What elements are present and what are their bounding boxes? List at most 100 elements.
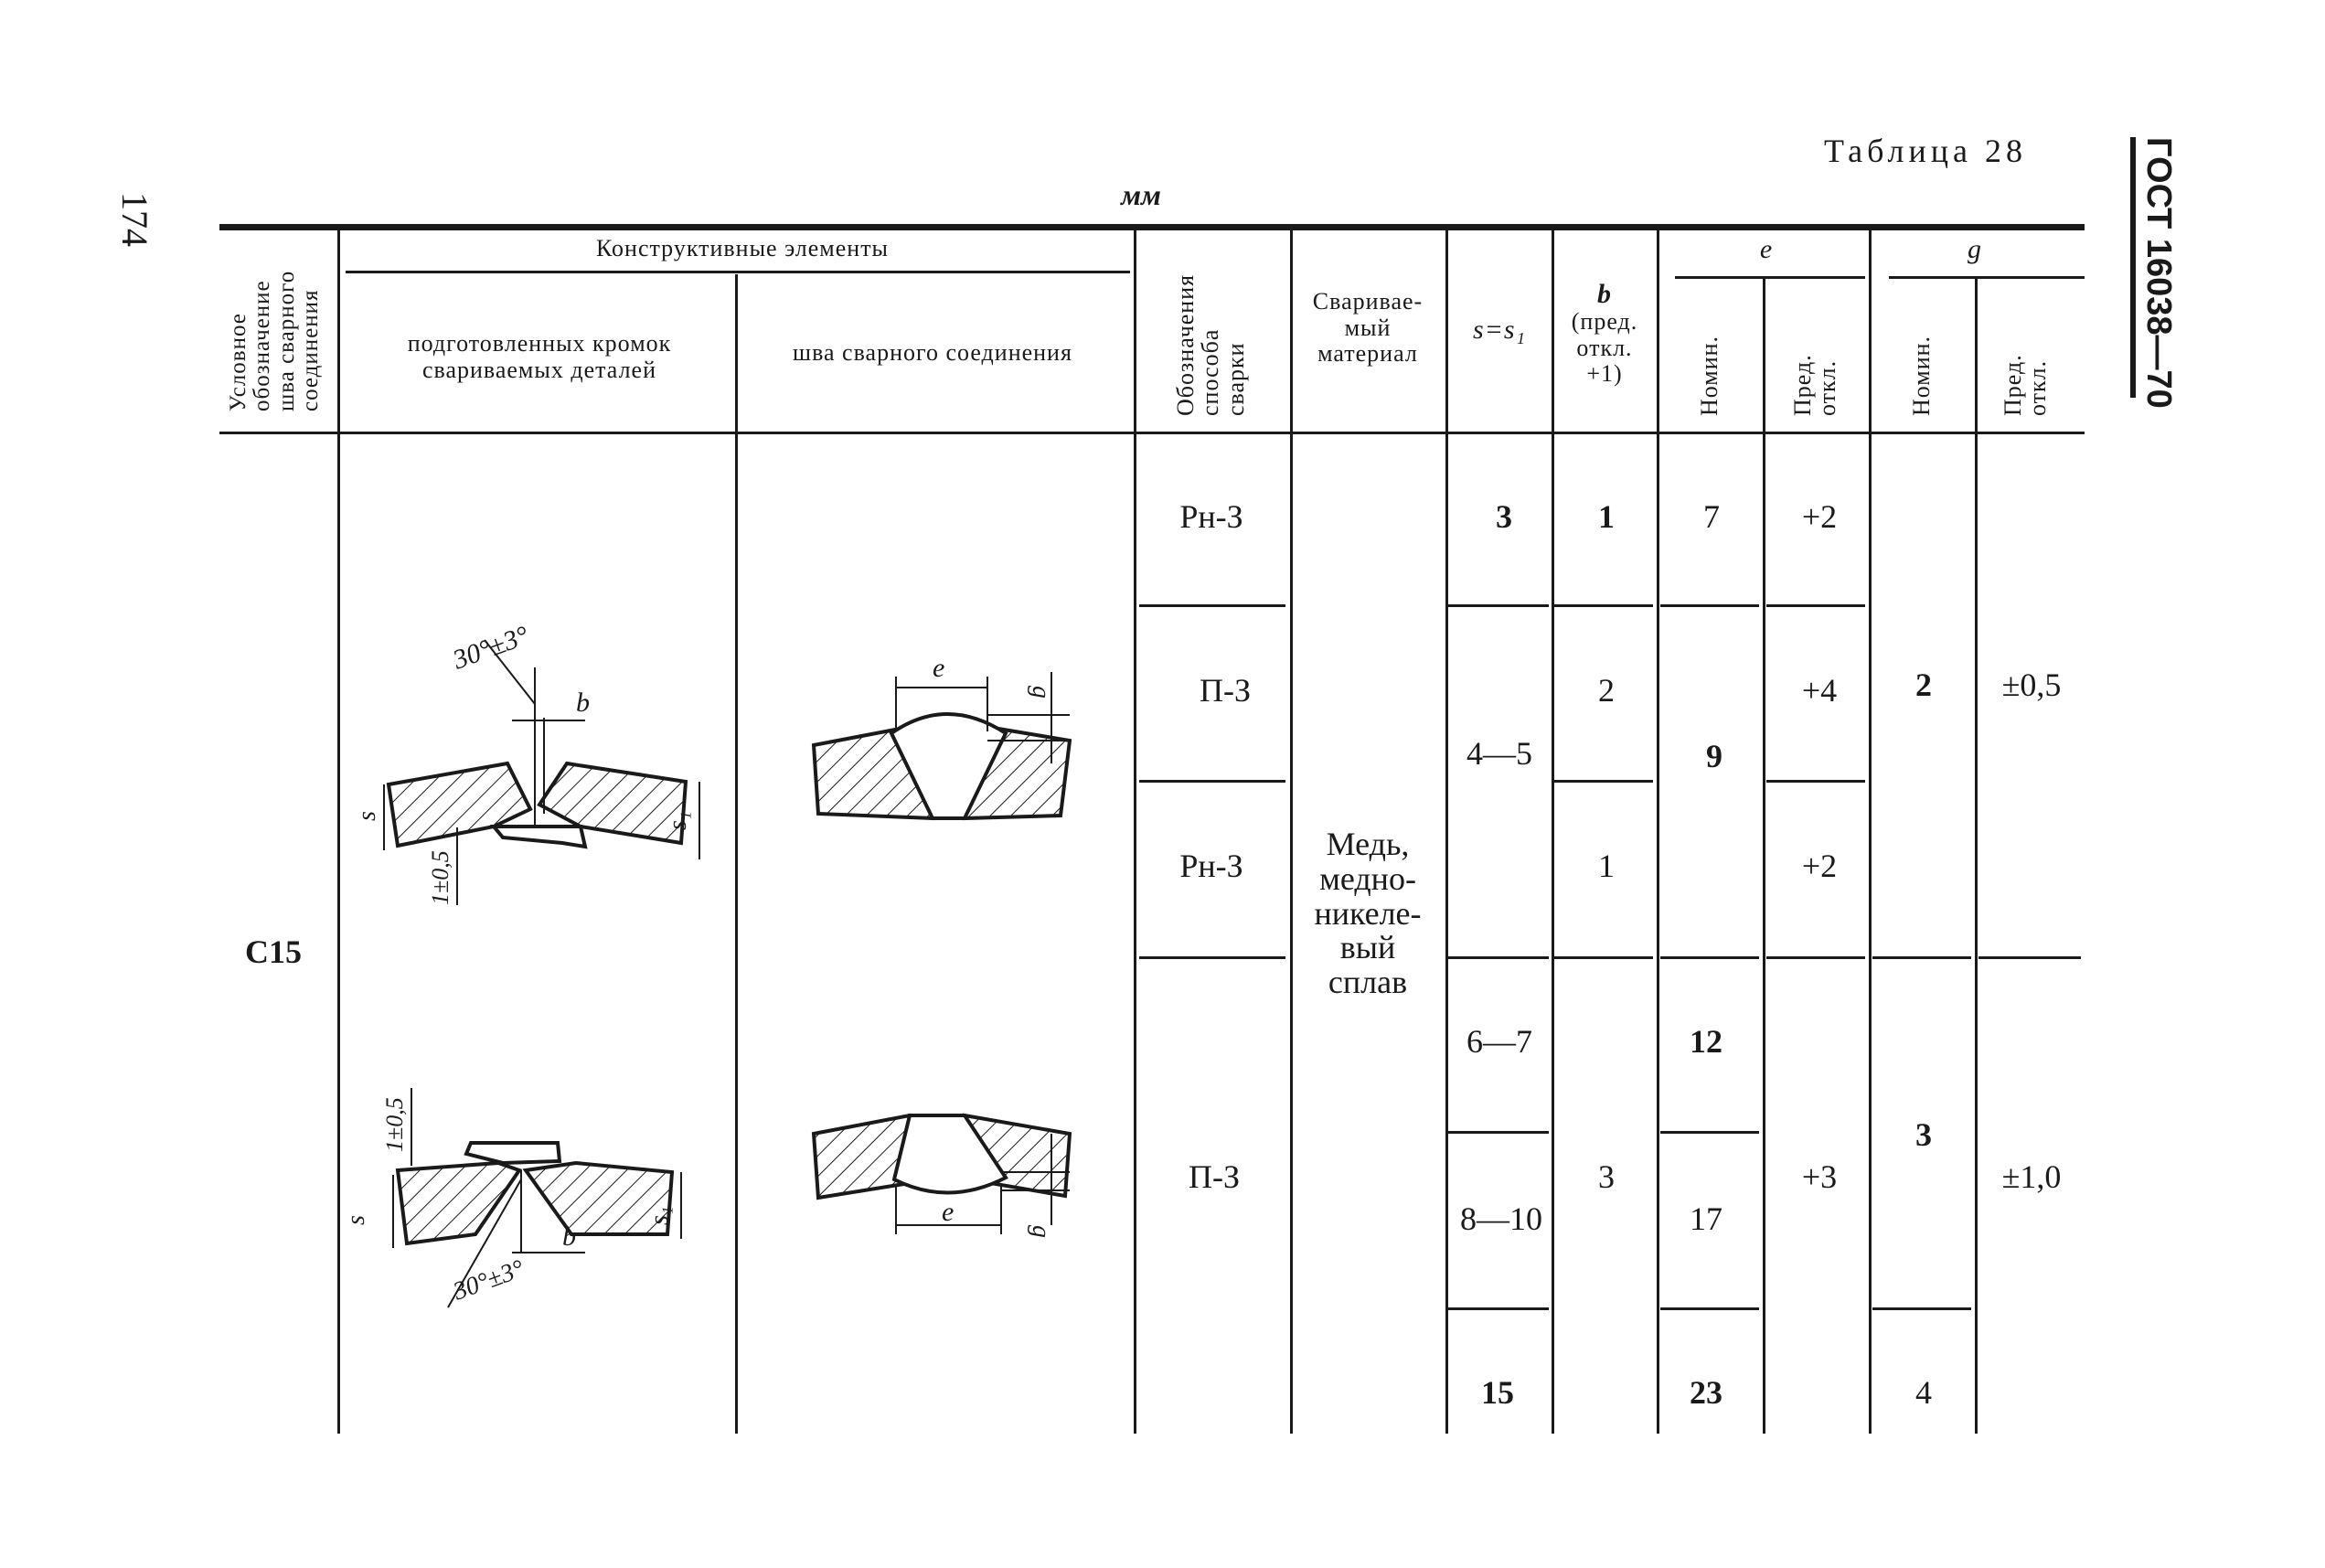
b-rule-2 bbox=[1554, 780, 1653, 783]
g-nominal-3: 4 bbox=[1915, 1374, 1932, 1411]
s-value-1: 3 bbox=[1496, 498, 1512, 535]
g-nom-rule-2 bbox=[1872, 1307, 1971, 1310]
header-e-deviation: Пред. откл. bbox=[1789, 354, 1841, 416]
header-designation: Условное обозначение шва сварного соедин… bbox=[226, 270, 323, 411]
method-rule-2 bbox=[1139, 780, 1285, 783]
col-rule-2 bbox=[735, 274, 738, 1434]
weld-bottom-g-label: g bbox=[1027, 1225, 1055, 1238]
g-nominal-2: 3 bbox=[1915, 1116, 1932, 1153]
e-nom-rule-2 bbox=[1660, 956, 1759, 959]
col-rule-10 bbox=[1975, 279, 1978, 1434]
weld-top-g-label: g bbox=[1027, 686, 1055, 699]
e-deviation-2: +4 bbox=[1801, 672, 1838, 709]
material: Медь, медно- никеле- вый сплав bbox=[1314, 826, 1422, 1001]
weld-bottom-drawing: e g bbox=[811, 1113, 1072, 1238]
b-value-4: 3 bbox=[1598, 1158, 1615, 1195]
e-nominal-1: 7 bbox=[1703, 498, 1720, 535]
weld-bottom-e-label: e bbox=[942, 1197, 954, 1227]
b-rule-1 bbox=[1554, 604, 1653, 607]
s-rule-3 bbox=[1448, 1131, 1549, 1134]
e-dev-rule-1 bbox=[1766, 604, 1865, 607]
standard-label: ГОСТ 16038—70 bbox=[2139, 137, 2178, 409]
col-rule-6 bbox=[1552, 227, 1554, 1434]
header-e-group: e bbox=[1759, 234, 1774, 264]
table-title: Таблица 28 bbox=[1824, 133, 2027, 169]
header-g-deviation: Пред. откл. bbox=[2000, 354, 2052, 416]
e-deviation-1: +2 bbox=[1801, 498, 1838, 535]
standard-underline bbox=[2130, 137, 2136, 398]
elements-subrule bbox=[346, 271, 1130, 273]
header-b: b (пред. откл. +1) bbox=[1571, 279, 1638, 388]
s-value-2: 4—5 bbox=[1466, 735, 1532, 772]
e-nominal-3: 12 bbox=[1690, 1023, 1722, 1060]
header-bottom-rule bbox=[219, 432, 2085, 434]
method-2: П-З bbox=[1199, 672, 1252, 709]
prepared-edges-bottom-drawing: 1±0,5 s s₁ b 30°±3° bbox=[342, 1088, 682, 1308]
s-rule-2 bbox=[1448, 956, 1549, 959]
bottom-angle-label: 30°±3° bbox=[449, 1254, 528, 1307]
e-subrule bbox=[1675, 276, 1865, 279]
e-nominal-4: 17 bbox=[1690, 1200, 1722, 1237]
top-angle-label: 30°±3° bbox=[448, 620, 533, 676]
g-nom-rule-1 bbox=[1872, 956, 1971, 959]
col-rule-3 bbox=[1134, 227, 1136, 1434]
b-value-3: 1 bbox=[1598, 848, 1615, 884]
top-s-label: s bbox=[353, 811, 381, 821]
col-rule-4 bbox=[1290, 227, 1293, 1434]
header-method: Обозначения способа сварки bbox=[1172, 273, 1249, 416]
e-dev-rule-2 bbox=[1766, 780, 1865, 783]
header-e-nominal: Номин. bbox=[1696, 335, 1722, 416]
g-nominal-1: 2 bbox=[1915, 667, 1932, 703]
s-value-3: 6—7 bbox=[1466, 1023, 1532, 1060]
bottom-s-label: s bbox=[342, 1215, 370, 1225]
bottom-gap-label: b bbox=[562, 1221, 576, 1252]
s-rule-1 bbox=[1448, 604, 1549, 607]
weld-top-e-label: e bbox=[933, 653, 944, 683]
method-1: Рн-З bbox=[1179, 498, 1243, 535]
g-dev-rule-1 bbox=[1978, 956, 2081, 959]
e-nominal-5: 23 bbox=[1690, 1374, 1722, 1411]
header-elements-group: Конструктивные элементы bbox=[595, 235, 890, 261]
b-value-2: 2 bbox=[1598, 672, 1615, 709]
col-rule-1 bbox=[337, 227, 340, 1434]
col-rule-9 bbox=[1869, 227, 1872, 1434]
method-rule-1 bbox=[1139, 604, 1285, 607]
page-number: 174 bbox=[114, 192, 155, 247]
g-deviation-2: ±1,0 bbox=[2001, 1158, 2062, 1195]
prepared-edges-top-drawing: 30°±3° b s s₁ 1±0,5 bbox=[353, 620, 700, 905]
e-nom-rule-4 bbox=[1660, 1307, 1759, 1310]
table-top-rule bbox=[219, 224, 2085, 230]
header-s: s=s₁ bbox=[1472, 315, 1527, 345]
s-value-5: 15 bbox=[1481, 1374, 1514, 1411]
e-deviation-3: +2 bbox=[1801, 848, 1838, 884]
header-material: Сваривае- мый материал bbox=[1312, 288, 1424, 368]
row-designation: С15 bbox=[245, 933, 302, 970]
col-rule-5 bbox=[1445, 227, 1448, 1434]
e-deviation-4: +3 bbox=[1801, 1158, 1838, 1195]
e-nom-rule-3 bbox=[1660, 1131, 1759, 1134]
method-3: Рн-З bbox=[1179, 848, 1243, 884]
e-nom-rule-1 bbox=[1660, 604, 1759, 607]
col-rule-8 bbox=[1763, 279, 1765, 1434]
weld-top-drawing: e g bbox=[811, 653, 1072, 821]
e-nominal-2: 9 bbox=[1706, 738, 1722, 774]
header-g-nominal: Номин. bbox=[1908, 335, 1935, 416]
s-value-4: 8—10 bbox=[1460, 1200, 1542, 1237]
g-deviation-1: ±0,5 bbox=[2001, 667, 2062, 703]
header-weld: шва сварного соединения bbox=[793, 339, 1072, 366]
units-label: мм bbox=[1121, 178, 1161, 211]
top-gap-label: b bbox=[576, 688, 590, 718]
bottom-tol-label: 1±0,5 bbox=[381, 1097, 408, 1152]
s-rule-4 bbox=[1448, 1307, 1549, 1310]
e-dev-rule-3 bbox=[1766, 956, 1865, 959]
bottom-s1-label: s₁ bbox=[645, 1206, 674, 1225]
top-tol-label: 1±0,5 bbox=[427, 850, 453, 905]
b-value-1: 1 bbox=[1598, 498, 1615, 535]
g-subrule bbox=[1889, 276, 2085, 279]
header-prepared-edges: подготовленных кромок свариваемых детале… bbox=[407, 330, 672, 383]
col-rule-7 bbox=[1657, 227, 1659, 1434]
b-rule-3 bbox=[1554, 956, 1653, 959]
method-4: П-З bbox=[1188, 1158, 1241, 1195]
method-rule-3 bbox=[1139, 956, 1285, 959]
header-g-group: g bbox=[1968, 234, 1982, 264]
